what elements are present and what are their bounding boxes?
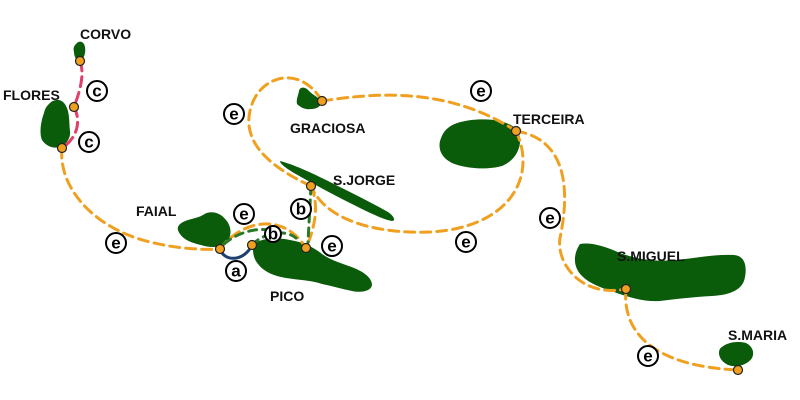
label-flores: FLORES	[3, 87, 60, 103]
badge-route-e[interactable]: e	[470, 80, 492, 102]
badge-route-e[interactable]: e	[637, 345, 659, 367]
badge-route-e[interactable]: e	[233, 203, 255, 225]
label-pico: PICO	[270, 288, 304, 304]
port-terceira[interactable]	[510, 125, 522, 137]
route-a-faial-pico[interactable]	[218, 243, 254, 260]
route-e-graciosa-terceira[interactable]	[320, 93, 518, 133]
badge-route-c[interactable]: c	[78, 131, 100, 153]
island-flores[interactable]	[40, 99, 71, 148]
badge-circle	[78, 131, 100, 153]
port-graciosa[interactable]	[316, 95, 328, 107]
badge-circle	[225, 260, 247, 282]
port-pico-east[interactable]	[300, 242, 312, 254]
port-faial[interactable]	[214, 243, 226, 255]
badge-letter: e	[229, 105, 238, 124]
route-e-terceira-smiguel[interactable]	[514, 129, 628, 292]
islands	[40, 41, 754, 367]
badge-letter: c	[84, 133, 93, 152]
badge-circle	[290, 198, 312, 220]
port-pico-madalena[interactable]	[246, 239, 258, 251]
badge-circle	[470, 80, 492, 102]
island-terceira[interactable]	[439, 119, 521, 169]
port-flores-north[interactable]	[68, 101, 80, 113]
port-sjorge[interactable]	[305, 180, 317, 192]
badge-route-b[interactable]: b	[264, 225, 282, 244]
badge-circle	[455, 231, 477, 253]
label-smiguel: S.MIGUEL	[617, 248, 685, 264]
badge-letter: e	[545, 209, 554, 228]
label-sjorge: S.JORGE	[333, 172, 395, 188]
badge-circle	[264, 225, 282, 243]
badge-circle	[637, 345, 659, 367]
badge-circle	[223, 103, 245, 125]
badge-circle	[86, 80, 108, 102]
badge-letter: e	[643, 347, 652, 366]
island-sjorge[interactable]	[280, 161, 395, 221]
badge-letter: b	[296, 200, 306, 219]
badge-route-e[interactable]: e	[223, 103, 245, 125]
port-corvo[interactable]	[74, 55, 86, 67]
badge-letter: c	[92, 82, 101, 101]
island-faial[interactable]	[177, 212, 231, 248]
badge-route-e[interactable]: e	[105, 232, 127, 254]
badge-circle	[105, 232, 127, 254]
badge-circle	[321, 235, 343, 257]
route-b-faial-pico[interactable]	[222, 228, 270, 246]
route-e-smiguel-smaria[interactable]	[624, 287, 740, 372]
badge-circle	[233, 203, 255, 225]
route-e-flores-faial[interactable]	[60, 146, 222, 251]
island-smaria[interactable]	[719, 342, 754, 367]
badge-letter: a	[231, 262, 241, 281]
badge-route-c[interactable]: c	[86, 80, 108, 102]
island-graciosa[interactable]	[296, 87, 322, 110]
route-badges: c c e e e e e e	[78, 80, 659, 367]
badge-letter: e	[461, 233, 470, 252]
port-flores-south[interactable]	[56, 142, 68, 154]
badge-route-e[interactable]: e	[321, 235, 343, 257]
island-labels: CORVO FLORES GRACIOSA TERCEIRA S.JORGE F…	[3, 26, 787, 343]
island-smiguel[interactable]	[574, 243, 746, 302]
label-corvo: CORVO	[80, 26, 131, 42]
badge-route-e[interactable]: e	[539, 207, 561, 229]
port-smaria[interactable]	[732, 364, 744, 376]
route-e-terceira-sjorge[interactable]	[309, 129, 525, 234]
island-corvo[interactable]	[73, 41, 86, 61]
badge-letter: e	[239, 205, 248, 224]
label-terceira: TERCEIRA	[513, 111, 585, 127]
label-faial: FAIAL	[136, 203, 177, 219]
ports	[56, 55, 744, 376]
label-graciosa: GRACIOSA	[290, 120, 365, 136]
badge-circle	[539, 207, 561, 229]
port-smiguel[interactable]	[620, 283, 632, 295]
badge-route-e[interactable]: e	[455, 231, 477, 253]
badge-letter: b	[268, 225, 278, 244]
route-c-corvo-flores[interactable]	[72, 59, 84, 109]
label-smaria: S.MARIA	[728, 327, 787, 343]
badge-route-b[interactable]: b	[290, 198, 312, 220]
badge-route-a[interactable]: a	[225, 260, 247, 282]
badge-letter: e	[111, 234, 120, 253]
badge-letter: e	[476, 82, 485, 101]
route-e-sjorge-graciosa[interactable]	[247, 76, 324, 188]
badge-letter: e	[327, 237, 336, 256]
island-pico[interactable]	[253, 238, 372, 292]
